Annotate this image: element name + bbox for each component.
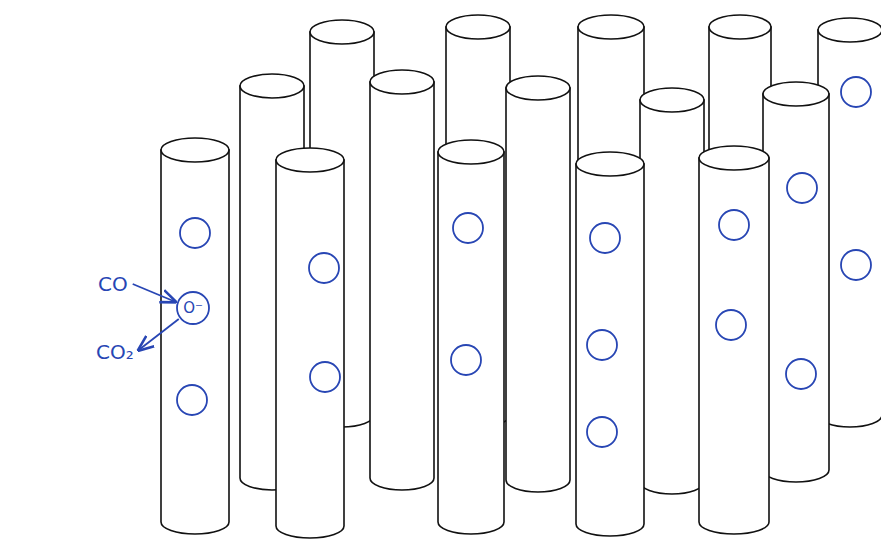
active-site	[841, 250, 871, 280]
active-site	[587, 417, 617, 447]
active-site	[716, 310, 746, 340]
nanorod-top	[640, 88, 704, 112]
active-site	[786, 359, 816, 389]
active-site	[453, 213, 483, 243]
nanorod-top	[161, 138, 229, 162]
nanorod-top	[276, 148, 344, 172]
nanorod-body	[438, 152, 504, 534]
nanorod	[276, 148, 344, 538]
active-site	[590, 223, 620, 253]
nanorod-body	[763, 94, 829, 482]
nanorod-top	[699, 146, 769, 170]
nanorod	[576, 152, 644, 536]
active-site	[180, 218, 210, 248]
nanorod-body	[640, 100, 704, 494]
nanorod-top	[310, 20, 374, 44]
nanorod-top	[438, 140, 504, 164]
nanorod-top	[576, 152, 644, 176]
gas-label: CO	[98, 273, 128, 295]
nanorod	[161, 138, 229, 534]
nanorod-top	[370, 70, 434, 94]
nanorod-top	[578, 15, 644, 39]
nanorod-body	[161, 150, 229, 534]
nanorod-top	[818, 18, 881, 42]
nanorod-top	[446, 15, 510, 39]
active-site	[719, 210, 749, 240]
nanorod-top	[506, 76, 570, 100]
nanorod-body	[699, 158, 769, 534]
active-site	[841, 77, 871, 107]
nanorod-body	[370, 82, 434, 490]
nanorod-top	[240, 74, 304, 98]
gas-label: CO₂	[96, 341, 134, 363]
active-site	[177, 385, 207, 415]
active-site	[587, 330, 617, 360]
nanorod	[699, 146, 769, 534]
reaction-arrow	[133, 284, 175, 302]
nanorod-top	[709, 15, 771, 39]
ion-label: O⁻	[176, 291, 210, 316]
site-circle	[177, 292, 209, 324]
nanorod-body	[276, 160, 344, 538]
nanorod-body	[576, 164, 644, 536]
nanorod-body	[506, 88, 570, 492]
nanorod	[506, 76, 570, 492]
active-site	[309, 253, 339, 283]
active-site	[451, 345, 481, 375]
reaction-arrow	[139, 319, 179, 350]
active-site-node: O⁻	[176, 291, 210, 325]
nanorod	[763, 82, 829, 482]
nanorod	[370, 70, 434, 490]
active-site	[310, 362, 340, 392]
active-site	[787, 173, 817, 203]
nanorod	[640, 88, 704, 494]
nanorod	[438, 140, 504, 534]
nanorod-top	[763, 82, 829, 106]
